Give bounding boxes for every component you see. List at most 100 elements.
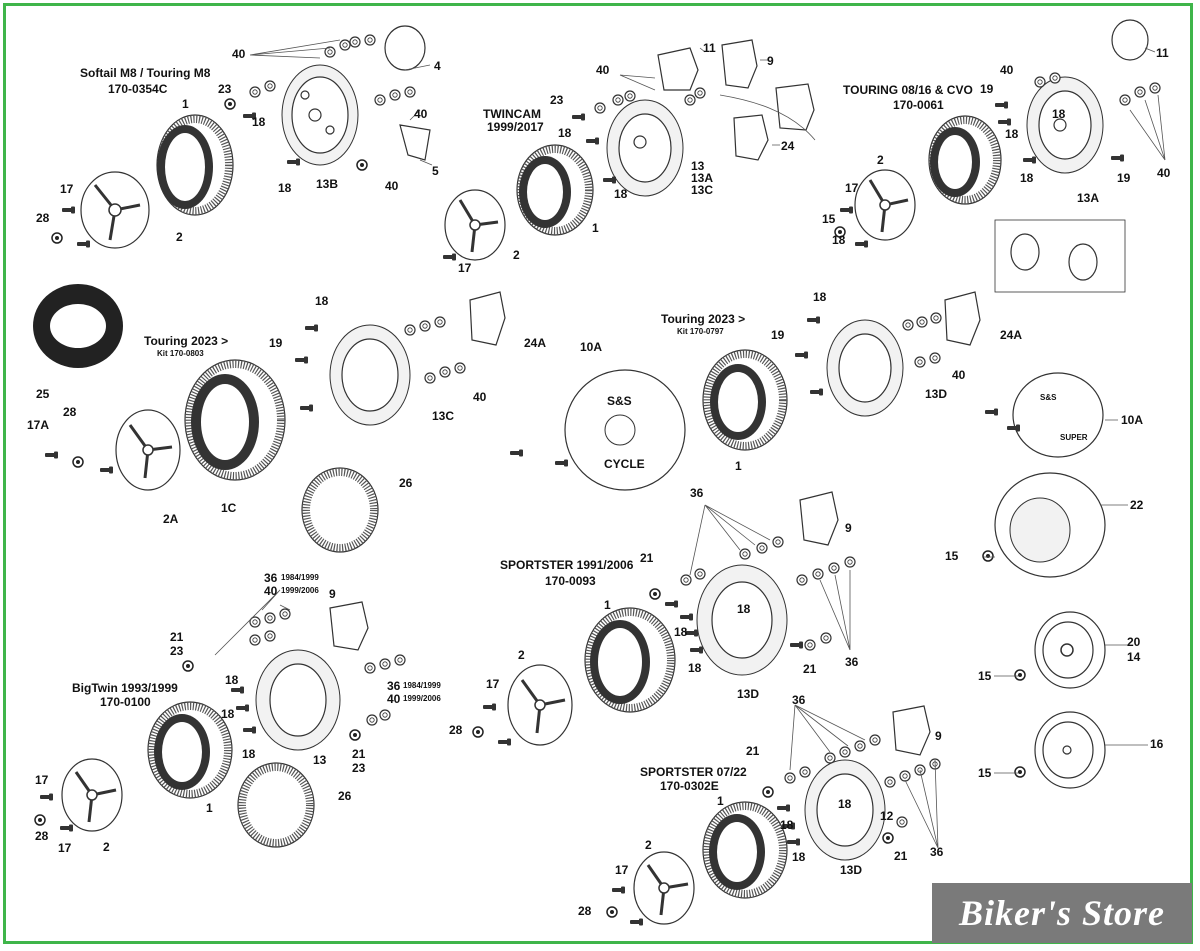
touring0816-label-15: 15 bbox=[822, 212, 836, 226]
touring2023a-label-17a: 17A bbox=[27, 418, 49, 432]
touring2023a-label-1c: 1C bbox=[221, 501, 237, 515]
group-sportster-0722: SPORTSTER 07/22 170-0302E 36 9 21 1 18 1… bbox=[578, 693, 944, 926]
touring0816-label-18d: 18 bbox=[832, 233, 846, 247]
sportster0722-label-28: 28 bbox=[578, 904, 592, 918]
twincam-label-13a: 13A bbox=[691, 171, 713, 185]
sportster0722-label-1: 1 bbox=[717, 794, 724, 808]
twincam-label-23: 23 bbox=[550, 93, 564, 107]
softail-bracket bbox=[399, 124, 431, 161]
bigtwin-label-36b: 36 bbox=[387, 679, 401, 693]
bigtwin-label-26: 26 bbox=[338, 789, 352, 803]
right-label-22: 22 bbox=[1130, 498, 1144, 512]
touring2023b-label-10a: 10A bbox=[580, 340, 602, 354]
sportster9106-label-21a: 21 bbox=[640, 551, 654, 565]
twincam-subtitle: 1999/2017 bbox=[487, 120, 544, 134]
touring0816-label-17: 17 bbox=[845, 181, 859, 195]
softail-label-2: 2 bbox=[176, 230, 183, 244]
touring0816-title: TOURING 08/16 & CVO bbox=[843, 83, 973, 97]
sportster9106-label-2: 2 bbox=[518, 648, 525, 662]
sportster0722-label-18c: 18 bbox=[792, 850, 806, 864]
bigtwin-years-36: 1984/1999 bbox=[281, 573, 319, 582]
twincam-label-18a: 18 bbox=[558, 126, 572, 140]
bigtwin-label-28: 28 bbox=[35, 829, 49, 843]
twincam-title: TWINCAM bbox=[483, 107, 541, 121]
touring2023b-title: Touring 2023 > bbox=[661, 312, 745, 326]
group-right-covers: S&S SUPER 10A 22 15 20 14 15 16 15 bbox=[945, 372, 1164, 789]
twincam-label-13: 13 bbox=[691, 159, 705, 173]
group-touring-0816: TOURING 08/16 & CVO 170-0061 40 11 19 18… bbox=[822, 19, 1171, 293]
sportster0722-label-13d: 13D bbox=[840, 863, 862, 877]
right-label-10a: 10A bbox=[1121, 413, 1143, 427]
softail-label-1: 1 bbox=[182, 97, 189, 111]
group-twincam: TWINCAM 1999/2017 11 9 40 23 18 24 13 13… bbox=[443, 39, 816, 275]
bigtwin-label-1: 1 bbox=[206, 801, 213, 815]
softail-label-40a: 40 bbox=[232, 47, 246, 61]
touring2023a-title: Touring 2023 > bbox=[144, 334, 228, 348]
softail-label-18a: 18 bbox=[252, 115, 266, 129]
touring2023a-label-28: 28 bbox=[63, 405, 77, 419]
softail-cover bbox=[80, 171, 150, 249]
softail-label-40b: 40 bbox=[414, 107, 428, 121]
touring0816-label-2: 2 bbox=[877, 153, 884, 167]
softail-label-4: 4 bbox=[434, 59, 441, 73]
cover-super-ss: S&S bbox=[1040, 393, 1057, 402]
right-label-15b: 15 bbox=[978, 669, 992, 683]
bigtwin-label-18a: 18 bbox=[225, 673, 239, 687]
touring0816-label-19a: 19 bbox=[980, 82, 994, 96]
sportster0722-title: SPORTSTER 07/22 bbox=[640, 765, 747, 779]
sportster9106-label-21b: 21 bbox=[803, 662, 817, 676]
softail-subtitle: 170-0354C bbox=[108, 82, 168, 96]
bigtwin-subtitle: 170-0100 bbox=[100, 695, 151, 709]
sportster9106-label-18c: 18 bbox=[688, 661, 702, 675]
sportster0722-label-18a: 18 bbox=[838, 797, 852, 811]
sportster9106-label-28: 28 bbox=[449, 723, 463, 737]
touring2023a-label-2a: 2A bbox=[163, 512, 179, 526]
touring0816-label-13a: 13A bbox=[1077, 191, 1099, 205]
bigtwin-title: BigTwin 1993/1999 bbox=[72, 681, 178, 695]
sportster0722-label-9: 9 bbox=[935, 729, 942, 743]
touring2023b-subtitle: Kit 170-0797 bbox=[677, 327, 724, 336]
softail-label-18b: 18 bbox=[278, 181, 292, 195]
softail-label-23: 23 bbox=[218, 82, 232, 96]
group-softail: Softail M8 / Touring M8 170-0354C bbox=[36, 25, 441, 249]
bigtwin-label-9: 9 bbox=[329, 587, 336, 601]
right-label-15a: 15 bbox=[945, 549, 959, 563]
bigtwin-label-40b: 40 bbox=[387, 692, 401, 706]
bigtwin-label-21a: 21 bbox=[170, 630, 184, 644]
touring2023b-label-19: 19 bbox=[771, 328, 785, 342]
sportster0722-label-36b: 36 bbox=[930, 845, 944, 859]
softail-label-17: 17 bbox=[60, 182, 74, 196]
right-label-15c: 15 bbox=[978, 766, 992, 780]
sportster9106-label-18b: 18 bbox=[674, 625, 688, 639]
sportster0722-label-21b: 21 bbox=[894, 849, 908, 863]
sportster9106-label-18a: 18 bbox=[737, 602, 751, 616]
touring0816-label-19b: 19 bbox=[1117, 171, 1131, 185]
softail-label-28: 28 bbox=[36, 211, 50, 225]
softail-label-5: 5 bbox=[432, 164, 439, 178]
sportster9106-label-17: 17 bbox=[486, 677, 500, 691]
sportster0722-label-12: 12 bbox=[880, 809, 894, 823]
bigtwin-label-36: 36 bbox=[264, 571, 278, 585]
group-sportster-9106: SPORTSTER 1991/2006 170-0093 36 9 21 1 1… bbox=[449, 486, 859, 746]
cover-logo-ss: S&S bbox=[607, 394, 632, 408]
touring2023a-label-24a: 24A bbox=[524, 336, 546, 350]
touring2023b-label-18: 18 bbox=[813, 290, 827, 304]
sportster0722-subtitle: 170-0302E bbox=[660, 779, 719, 793]
bikers-store-logo: Biker's Store bbox=[932, 883, 1192, 943]
sportster9106-label-9: 9 bbox=[845, 521, 852, 535]
touring2023a-label-25: 25 bbox=[36, 387, 50, 401]
sportster9106-label-36a: 36 bbox=[690, 486, 704, 500]
softail-filter bbox=[156, 114, 234, 216]
cover-logo-cycle: CYCLE bbox=[604, 457, 645, 471]
sportster0722-label-36a: 36 bbox=[792, 693, 806, 707]
bigtwin-label-23a: 23 bbox=[170, 644, 184, 658]
bigtwin-label-40: 40 bbox=[264, 584, 278, 598]
softail-gasket bbox=[384, 25, 426, 71]
sportster9106-label-36b: 36 bbox=[845, 655, 859, 669]
twincam-label-17: 17 bbox=[458, 261, 472, 275]
bigtwin-years-36b: 1984/1999 bbox=[403, 681, 441, 690]
touring2023a-label-18: 18 bbox=[315, 294, 329, 308]
twincam-label-11: 11 bbox=[703, 41, 716, 55]
twincam-label-9: 9 bbox=[767, 54, 774, 68]
